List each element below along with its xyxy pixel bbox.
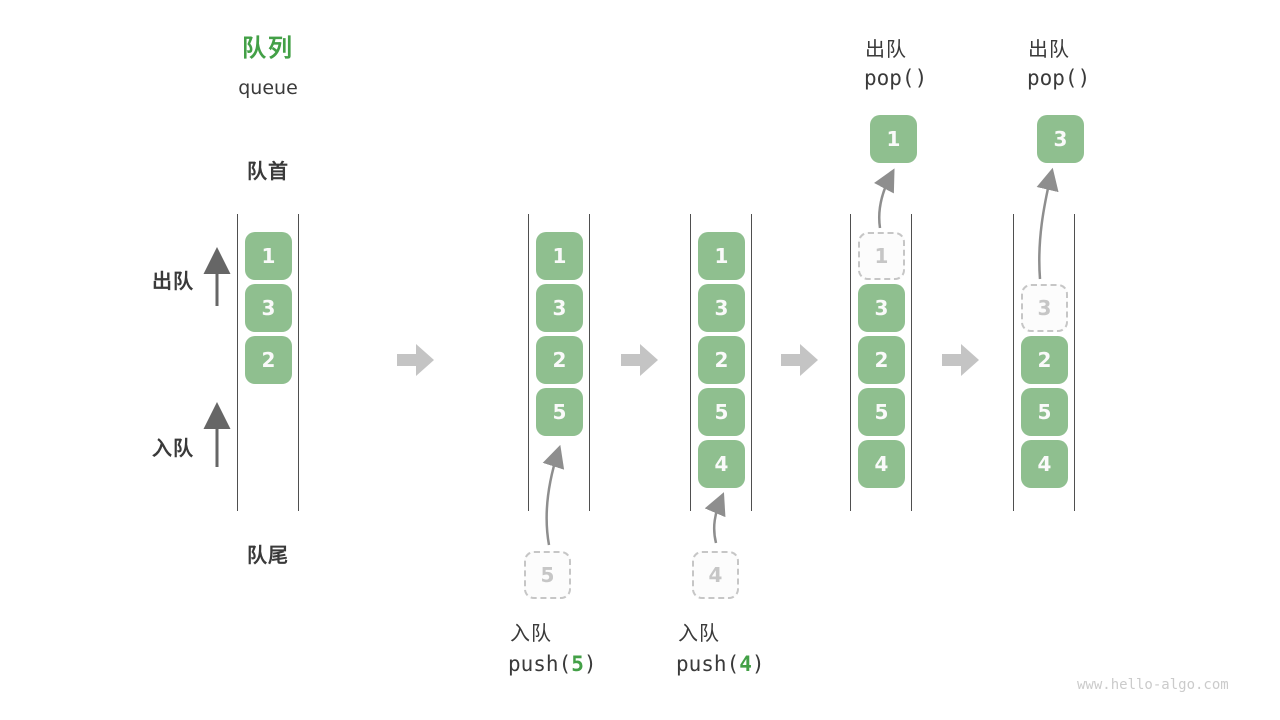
watermark: www.hello-algo.com <box>1077 677 1229 693</box>
op-code-pre: push( <box>676 652 740 676</box>
op-label-enqueue: 入队 <box>510 621 552 645</box>
queue-item: 5 <box>858 388 905 436</box>
queue-item: 4 <box>698 440 745 488</box>
queue-item-dashed: 3 <box>1021 284 1068 332</box>
queue-item: 5 <box>536 388 583 436</box>
op-code-push: push(5) <box>508 652 597 676</box>
queue-channel-4 <box>850 214 912 511</box>
op-code-pre: pop( <box>864 66 915 90</box>
next-step-arrow-icon <box>781 344 818 376</box>
queue-item: 1 <box>536 232 583 280</box>
op-code-arg: 5 <box>571 652 584 676</box>
op-code-pop: pop() <box>1027 66 1090 90</box>
incoming-item: 5 <box>524 551 571 599</box>
op-code-pop: pop() <box>864 66 927 90</box>
op-code-pre: push( <box>508 652 572 676</box>
op-label-enqueue: 入队 <box>678 621 720 645</box>
op-code-pre: pop( <box>1027 66 1078 90</box>
op-code-post: ) <box>914 66 928 90</box>
next-step-arrow-icon <box>942 344 979 376</box>
label-queue-front: 队首 <box>247 159 289 183</box>
queue-item: 2 <box>858 336 905 384</box>
queue-item: 2 <box>536 336 583 384</box>
queue-item: 2 <box>698 336 745 384</box>
popped-item: 1 <box>870 115 917 163</box>
next-step-arrow-icon <box>621 344 658 376</box>
queue-item: 1 <box>698 232 745 280</box>
op-label-dequeue: 出队 <box>865 37 907 61</box>
incoming-item: 4 <box>692 551 739 599</box>
op-code-post: ) <box>1077 66 1091 90</box>
page-title: 队列 queue <box>188 28 348 99</box>
queue-channel-5 <box>1013 214 1075 511</box>
popped-item: 3 <box>1037 115 1084 163</box>
queue-item: 3 <box>536 284 583 332</box>
label-enqueue-side: 入队 <box>152 436 194 460</box>
op-code-post: ) <box>751 652 765 676</box>
page-title-en: queue <box>238 77 298 99</box>
op-label-dequeue: 出队 <box>1028 37 1070 61</box>
op-code-post: ) <box>583 652 597 676</box>
queue-item: 4 <box>858 440 905 488</box>
queue-channel-1 <box>237 214 299 511</box>
op-code-arg: 4 <box>739 652 752 676</box>
label-queue-rear: 队尾 <box>247 543 289 567</box>
queue-item: 3 <box>858 284 905 332</box>
queue-item: 3 <box>698 284 745 332</box>
queue-item: 2 <box>1021 336 1068 384</box>
queue-item: 2 <box>245 336 292 384</box>
queue-item-dashed: 1 <box>858 232 905 280</box>
queue-channel-2 <box>528 214 590 511</box>
queue-channel-3 <box>690 214 752 511</box>
queue-item: 4 <box>1021 440 1068 488</box>
queue-item: 5 <box>1021 388 1068 436</box>
label-dequeue-side: 出队 <box>152 269 194 293</box>
queue-item: 1 <box>245 232 292 280</box>
next-step-arrow-icon <box>397 344 434 376</box>
queue-item: 3 <box>245 284 292 332</box>
queue-item: 5 <box>698 388 745 436</box>
page-title-zh: 队列 <box>242 34 294 62</box>
op-code-push: push(4) <box>676 652 765 676</box>
